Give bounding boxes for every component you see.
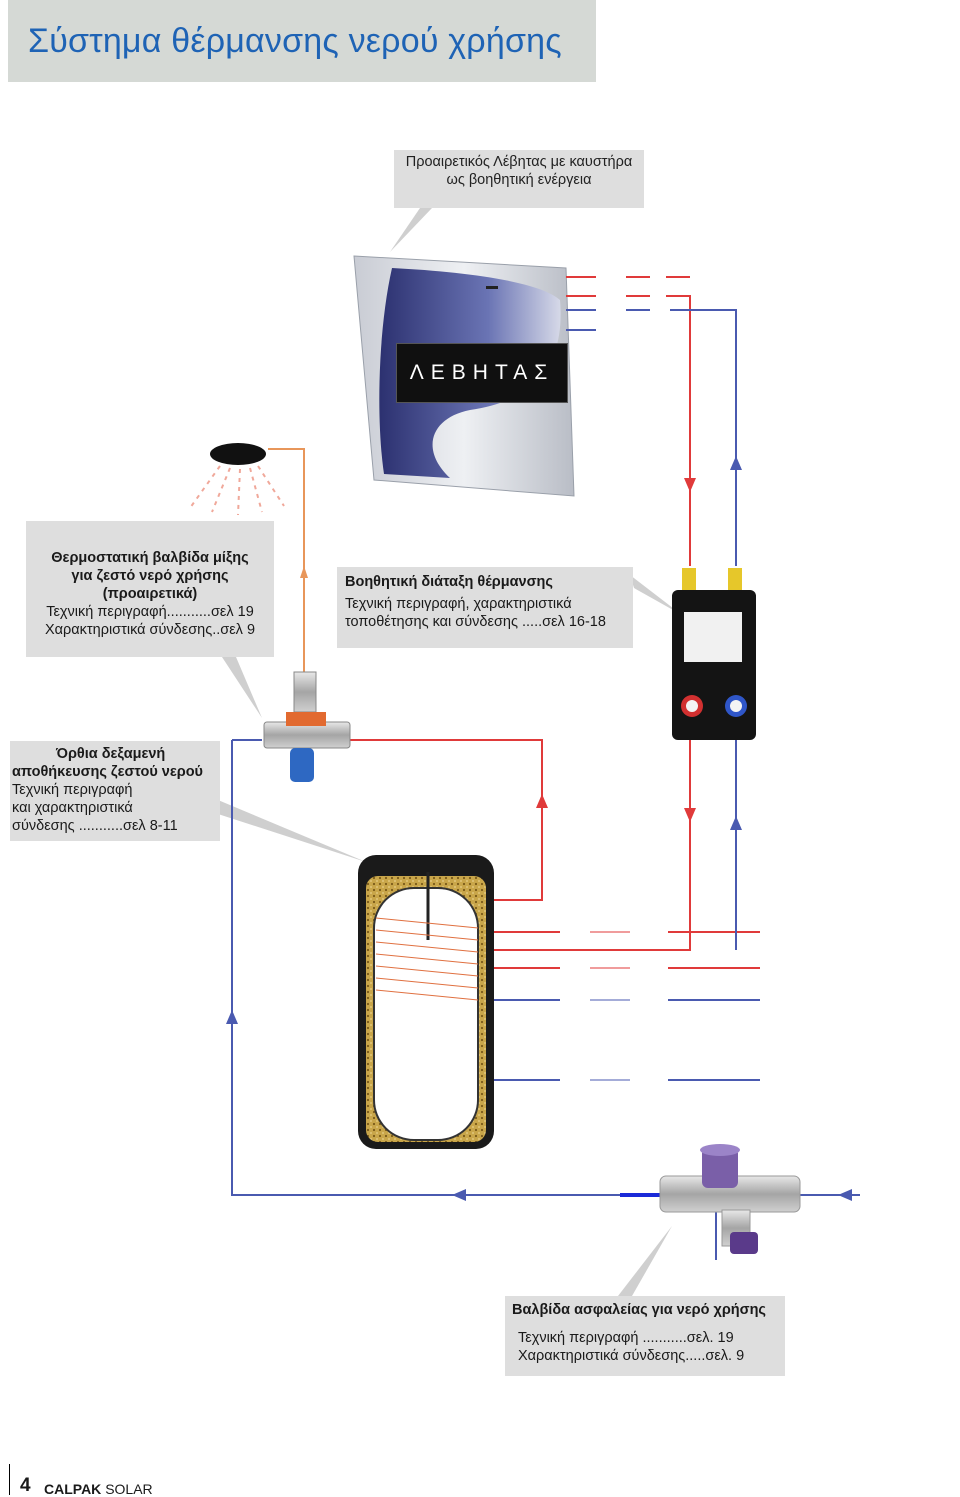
boiler-callout-line2: ως βοηθητική ενέργεια <box>446 172 592 188</box>
tank-desc-line3: σύνδεσης ...........σελ 8-11 <box>12 818 178 834</box>
safety-valve-desc-line2: Χαρακτηριστικά σύνδεσης.....σελ. 9 <box>518 1348 745 1364</box>
aux-desc-line1: Τεχνική περιγραφή, χαρακτηριστικά <box>345 596 572 612</box>
safety-valve-callout: Βαλβίδα ασφαλείας για νερό χρήσης Τεχνικ… <box>505 1296 785 1376</box>
tank-desc-line2: και χαρακτηριστικά <box>12 800 133 816</box>
arrow-down-hot-2 <box>684 808 696 822</box>
thermo-desc-line1: Τεχνική περιγραφή...........σελ 19 <box>46 604 254 620</box>
footer-brand-rest: SOLAR <box>105 1481 153 1497</box>
storage-tank-illustration <box>358 855 494 1149</box>
safety-valve-title: Βαλβίδα ασφαλείας για νερό χρήσης <box>512 1302 766 1318</box>
tank-desc-line1: Τεχνική περιγραφή <box>12 782 133 798</box>
tank-title-line1: Όρθια δεξαμενή <box>56 746 166 762</box>
boiler-callout-line1: Προαιρετικός Λέβητας με καυστήρα <box>405 154 633 170</box>
footer-divider <box>9 1464 10 1495</box>
callout-pointers <box>218 208 682 1296</box>
arrow-up-cold-left <box>226 1010 238 1024</box>
thermo-callout-pointer <box>222 657 262 718</box>
arrow-up-cold <box>730 456 742 470</box>
footer-brand-bold: CALPAK <box>44 1481 102 1497</box>
page-title: Σύστημα θέρμανσης νερού χρήσης <box>8 0 596 82</box>
arrow-left-cold <box>452 1189 466 1201</box>
tank-callout-pointer <box>218 800 366 862</box>
tank-inner <box>373 887 479 1141</box>
hot-water-pipes <box>338 276 760 969</box>
flow-arrows <box>226 456 852 1201</box>
boiler-callout: Προαιρετικός Λέβητας με καυστήρα ως βοηθ… <box>394 150 644 208</box>
flue-pipe <box>268 448 308 672</box>
aux-heating-unit <box>672 568 756 740</box>
boiler-callout-pointer <box>390 208 432 252</box>
arrow-up-hot <box>536 794 548 808</box>
thermo-title-line3: (προαιρετικά) <box>102 586 198 602</box>
safety-valve-desc-line1: Τεχνική περιγραφή ...........σελ. 19 <box>518 1330 734 1346</box>
shower-head-illustration <box>189 443 285 516</box>
page-number: 4 <box>20 1475 31 1496</box>
thermo-desc-line2: Χαρακτηριστικά σύνδεσης..σελ 9 <box>44 622 256 638</box>
thermo-title-line2: για ζεστό νερό χρήσης <box>71 568 229 584</box>
shower-head <box>210 443 266 465</box>
arrow-up-cold-2 <box>730 816 742 830</box>
boiler-label: ΛΕΒΗΤΑΣ <box>396 343 568 403</box>
valve-callout-pointer <box>618 1226 672 1296</box>
thermostatic-valve-callout: Θερμοστατική βαλβίδα μίξης για ζεστό νερ… <box>26 521 274 657</box>
footer-brand: CALPAK SOLAR <box>44 1481 153 1497</box>
thermo-title-line1: Θερμοστατική βαλβίδα μίξης <box>51 550 249 566</box>
heat-exchanger-coil <box>375 917 479 1001</box>
aux-callout-pointer <box>630 575 682 615</box>
aux-title: Βοηθητική διάταξη θέρμανσης <box>345 574 553 590</box>
aux-heating-callout: Βοηθητική διάταξη θέρμανσης Τεχνική περι… <box>337 567 633 648</box>
tank-title-line2: αποθήκευσης ζεστού νερού <box>12 764 203 780</box>
arrow-down-hot <box>684 478 696 492</box>
aux-desc-line2: τοποθέτησης και σύνδεσης .....σελ 16-18 <box>345 614 606 630</box>
arrow-left-cold-2 <box>838 1189 852 1201</box>
tank-callout: Όρθια δεξαμενή αποθήκευσης ζεστού νερού … <box>10 741 220 841</box>
boiler-slot <box>486 286 498 289</box>
safety-valve-illustration <box>659 1144 801 1254</box>
mixing-valve-illustration <box>263 671 351 782</box>
